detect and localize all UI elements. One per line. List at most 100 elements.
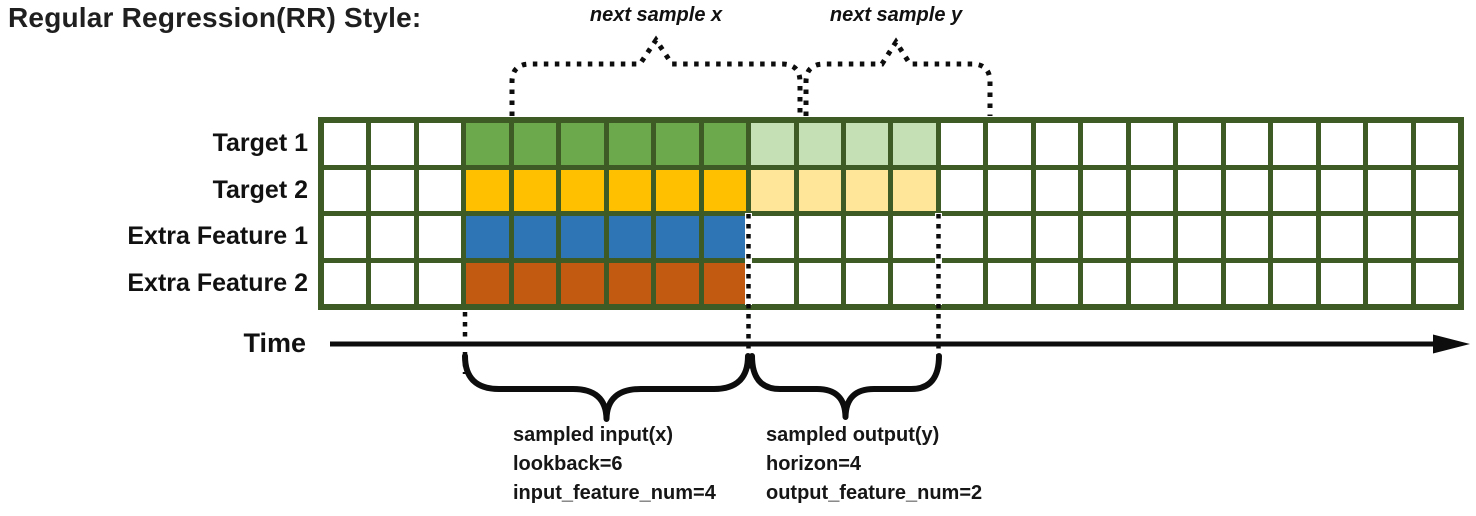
grid-cell bbox=[513, 123, 557, 165]
time-series-grid bbox=[318, 117, 1464, 310]
grid-cell bbox=[988, 123, 1031, 165]
sampled-output-annotation: sampled output(y) horizon=4 output_featu… bbox=[766, 421, 982, 508]
grid-cell bbox=[751, 216, 794, 258]
grid-cell bbox=[1368, 262, 1411, 304]
grid-cell bbox=[1083, 123, 1126, 165]
lookback-value: lookback=6 bbox=[513, 453, 623, 475]
row-label-extra-feature-1: Extra Feature 1 bbox=[127, 222, 308, 250]
grid-cell bbox=[988, 262, 1031, 304]
time-axis-label: Time bbox=[243, 328, 306, 358]
grid-cell bbox=[1368, 216, 1411, 258]
grid-cell bbox=[561, 169, 604, 211]
grid-cell bbox=[371, 216, 414, 258]
grid-cell bbox=[751, 169, 794, 211]
grid-cell bbox=[371, 169, 414, 211]
grid-cell bbox=[703, 169, 747, 211]
grid-cell bbox=[940, 262, 984, 304]
grid-cell bbox=[1225, 216, 1269, 258]
sampled-output-title: sampled output(y) bbox=[766, 424, 940, 446]
grid-cell bbox=[561, 216, 604, 258]
grid-cell bbox=[418, 262, 462, 304]
grid-cell bbox=[466, 123, 509, 165]
grid-cell bbox=[893, 169, 936, 211]
grid-cell bbox=[324, 169, 367, 211]
grid-cell bbox=[466, 216, 509, 258]
grid-cell bbox=[846, 262, 889, 304]
grid-cell bbox=[846, 216, 889, 258]
grid-cell bbox=[656, 169, 699, 211]
grid-cell bbox=[1415, 262, 1458, 304]
grid-cell bbox=[751, 262, 794, 304]
grid-cell bbox=[703, 123, 747, 165]
sampled-output-underbrace bbox=[749, 353, 942, 420]
horizon-value: horizon=4 bbox=[766, 453, 862, 475]
grid-cell bbox=[324, 262, 367, 304]
grid-cell bbox=[1178, 262, 1221, 304]
row-label-target-1: Target 1 bbox=[212, 129, 308, 157]
input-feature-num-value: input_feature_num=4 bbox=[513, 482, 716, 504]
grid-cell bbox=[513, 216, 557, 258]
grid-cell bbox=[561, 262, 604, 304]
grid-cell bbox=[1178, 169, 1221, 211]
grid-cell bbox=[656, 262, 699, 304]
grid-cell bbox=[1273, 262, 1316, 304]
grid-cell bbox=[1273, 216, 1316, 258]
grid-cell bbox=[418, 123, 462, 165]
grid-cell bbox=[656, 123, 699, 165]
grid-cell bbox=[1273, 169, 1316, 211]
grid-cell bbox=[1320, 216, 1364, 258]
grid-cell bbox=[418, 216, 462, 258]
grid-cell bbox=[656, 216, 699, 258]
grid-cell bbox=[1368, 123, 1411, 165]
grid-cell bbox=[1273, 123, 1316, 165]
grid-cell bbox=[418, 169, 462, 211]
grid-cell bbox=[893, 262, 936, 304]
grid-cell bbox=[1415, 169, 1458, 211]
row-label-extra-feature-2: Extra Feature 2 bbox=[127, 269, 308, 297]
grid-cell bbox=[798, 216, 842, 258]
grid-cell bbox=[1415, 123, 1458, 165]
grid-cell bbox=[940, 123, 984, 165]
grid-cell bbox=[371, 123, 414, 165]
grid-cell bbox=[513, 262, 557, 304]
grid-cell bbox=[1083, 262, 1126, 304]
next-sample-y-brace bbox=[803, 37, 993, 116]
grid-cell bbox=[703, 216, 747, 258]
grid-cell bbox=[608, 262, 652, 304]
diagram-title: Regular Regression(RR) Style: bbox=[8, 2, 422, 33]
grid-cell bbox=[798, 169, 842, 211]
grid-cell bbox=[1130, 169, 1174, 211]
grid-cell bbox=[1415, 216, 1458, 258]
grid-cell bbox=[798, 262, 842, 304]
grid-cell bbox=[466, 169, 509, 211]
grid-cell bbox=[1225, 169, 1269, 211]
sampled-input-underbrace bbox=[462, 353, 751, 422]
grid-cell bbox=[1130, 262, 1174, 304]
grid-cell bbox=[1178, 123, 1221, 165]
grid-cell bbox=[1035, 262, 1079, 304]
grid-cell bbox=[893, 216, 936, 258]
grid-cell bbox=[608, 169, 652, 211]
grid-cell bbox=[940, 216, 984, 258]
grid-cell bbox=[798, 123, 842, 165]
grid-cell bbox=[371, 262, 414, 304]
grid-cell bbox=[324, 123, 367, 165]
grid-cell bbox=[1225, 262, 1269, 304]
time-axis-arrowhead bbox=[1433, 334, 1470, 354]
grid-cell bbox=[893, 123, 936, 165]
grid-cell bbox=[1320, 262, 1364, 304]
grid-cell bbox=[466, 262, 509, 304]
row-label-target-2: Target 2 bbox=[212, 176, 308, 204]
grid-cell bbox=[703, 262, 747, 304]
grid-cell bbox=[1083, 169, 1126, 211]
next-sample-y-label: next sample y bbox=[829, 4, 963, 26]
grid-cell bbox=[988, 169, 1031, 211]
output-feature-num-value: output_feature_num=2 bbox=[766, 482, 983, 504]
grid-cell bbox=[940, 169, 984, 211]
grid-cell bbox=[324, 216, 367, 258]
next-sample-x-brace bbox=[509, 35, 803, 116]
grid-cell bbox=[1130, 216, 1174, 258]
grid-cell bbox=[751, 123, 794, 165]
grid-cell bbox=[1320, 169, 1364, 211]
grid-cell bbox=[513, 169, 557, 211]
